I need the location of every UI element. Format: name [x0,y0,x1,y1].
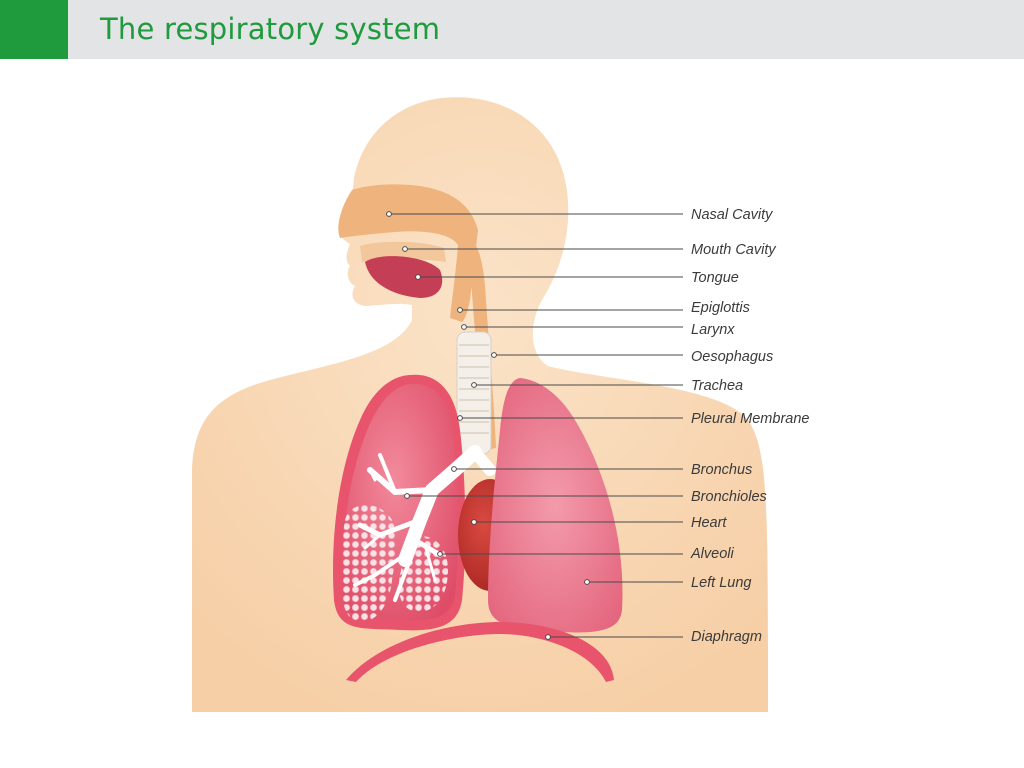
leader-dots [386,211,590,640]
label-heart: Heart [691,515,727,531]
label-bronchus: Bronchus [691,462,752,478]
label-larynx: Larynx [691,322,735,338]
label-diaphragm: Diaphragm [691,629,762,645]
slide-title: The respiratory system [100,12,441,46]
label-bronchioles: Bronchioles [691,489,767,505]
trachea-shape [456,331,492,455]
nasal-cavity-shape [338,184,478,322]
label-pleural-membrane: Pleural Membrane [691,411,809,427]
title-accent-block [0,0,68,59]
tongue-shape [365,256,443,298]
label-nasal-cavity: Nasal Cavity [691,207,773,223]
title-bar [0,0,1024,59]
trachea-rings [459,344,489,434]
leader-lines [389,213,683,638]
label-mouth-cavity: Mouth Cavity [691,242,776,258]
bronchial-tree [353,445,496,602]
label-trachea: Trachea [691,378,743,394]
label-oesophagus: Oesophagus [691,349,773,365]
label-left-lung: Left Lung [691,575,751,591]
label-epiglottis: Epiglottis [691,300,750,316]
label-alveoli: Alveoli [690,546,734,562]
left-lung-shape [488,378,623,633]
label-tongue: Tongue [691,270,739,286]
